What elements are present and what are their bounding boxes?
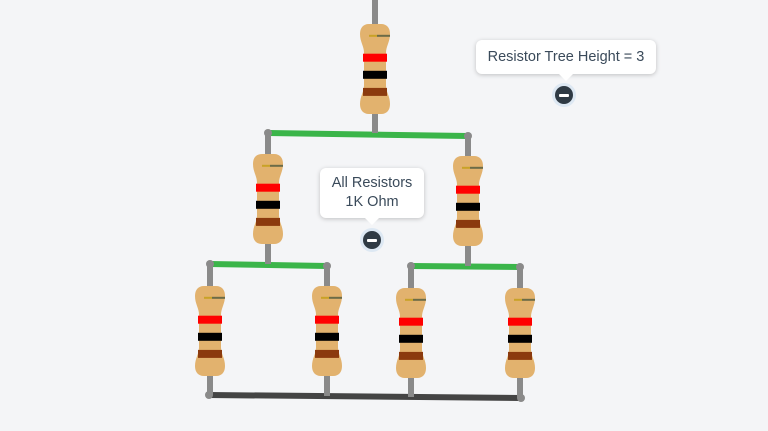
resistor-body <box>505 288 535 378</box>
tree-height-label: Resistor Tree Height = 3 <box>487 49 645 65</box>
minus-circle-icon <box>555 86 573 104</box>
band-3 <box>198 349 222 358</box>
tolerance-band-highlight <box>405 298 413 301</box>
resistor-top <box>360 0 390 133</box>
tolerance-band-highlight <box>262 164 270 167</box>
resistor-body <box>360 24 390 114</box>
tolerance-band <box>329 296 342 299</box>
resistor-body-shape <box>396 288 426 378</box>
tolerance-band-highlight <box>462 166 470 169</box>
resistor-value-line2: 1K Ohm <box>345 194 399 210</box>
tolerance-band <box>413 298 426 301</box>
band-2 <box>456 202 480 211</box>
tolerance-band <box>377 34 390 37</box>
resistor-body <box>312 286 342 376</box>
band-2 <box>198 332 222 341</box>
resistor-level3-3 <box>396 266 426 397</box>
band-3 <box>508 351 532 360</box>
tolerance-band-highlight <box>204 296 212 299</box>
band-1 <box>315 315 339 324</box>
band-3 <box>315 349 339 358</box>
band-2 <box>256 200 280 209</box>
wire-level-1 <box>265 130 471 139</box>
band-3 <box>399 351 423 360</box>
resistor-body-shape <box>360 24 390 114</box>
band-2 <box>508 334 532 343</box>
resistor-level2-left <box>253 133 283 264</box>
band-3 <box>256 217 280 226</box>
resistor-body <box>253 154 283 244</box>
resistor-level3-1 <box>195 264 225 395</box>
band-2 <box>399 334 423 343</box>
band-1 <box>456 185 480 194</box>
resistors <box>195 0 535 398</box>
collapse-tree-height-button[interactable] <box>552 83 576 107</box>
tolerance-band-highlight <box>321 296 329 299</box>
resistor-level2-right <box>453 136 483 266</box>
band-1 <box>363 53 387 62</box>
tolerance-band <box>470 166 483 169</box>
wire-level-2-right <box>408 263 523 270</box>
minus-circle-icon <box>363 231 381 249</box>
tolerance-band-highlight <box>369 34 377 37</box>
tree-height-callout: Resistor Tree Height = 3 <box>476 40 656 81</box>
band-2 <box>363 70 387 79</box>
resistor-body-shape <box>253 154 283 244</box>
band-2 <box>315 332 339 341</box>
band-1 <box>508 317 532 326</box>
resistor-body <box>396 288 426 378</box>
tolerance-band <box>212 296 225 299</box>
band-1 <box>399 317 423 326</box>
tolerance-band <box>270 164 283 167</box>
resistor-value-callout: All Resistors 1K Ohm <box>320 168 424 225</box>
resistor-level3-4 <box>505 267 535 398</box>
resistor-value-line1: All Resistors <box>331 175 413 191</box>
resistor-body-shape <box>505 288 535 378</box>
wire-ground <box>206 392 524 401</box>
band-1 <box>256 183 280 192</box>
resistor-body-shape <box>312 286 342 376</box>
collapse-resistor-value-button[interactable] <box>360 228 384 252</box>
resistor-body <box>195 286 225 376</box>
band-1 <box>198 315 222 324</box>
tolerance-band <box>522 298 535 301</box>
resistor-body-shape <box>195 286 225 376</box>
wire-level-2-left <box>207 261 330 269</box>
resistor-level3-2 <box>312 266 342 396</box>
tolerance-band-highlight <box>514 298 522 301</box>
resistor-body <box>453 156 483 246</box>
band-3 <box>363 87 387 96</box>
resistor-body-shape <box>453 156 483 246</box>
band-3 <box>456 219 480 228</box>
